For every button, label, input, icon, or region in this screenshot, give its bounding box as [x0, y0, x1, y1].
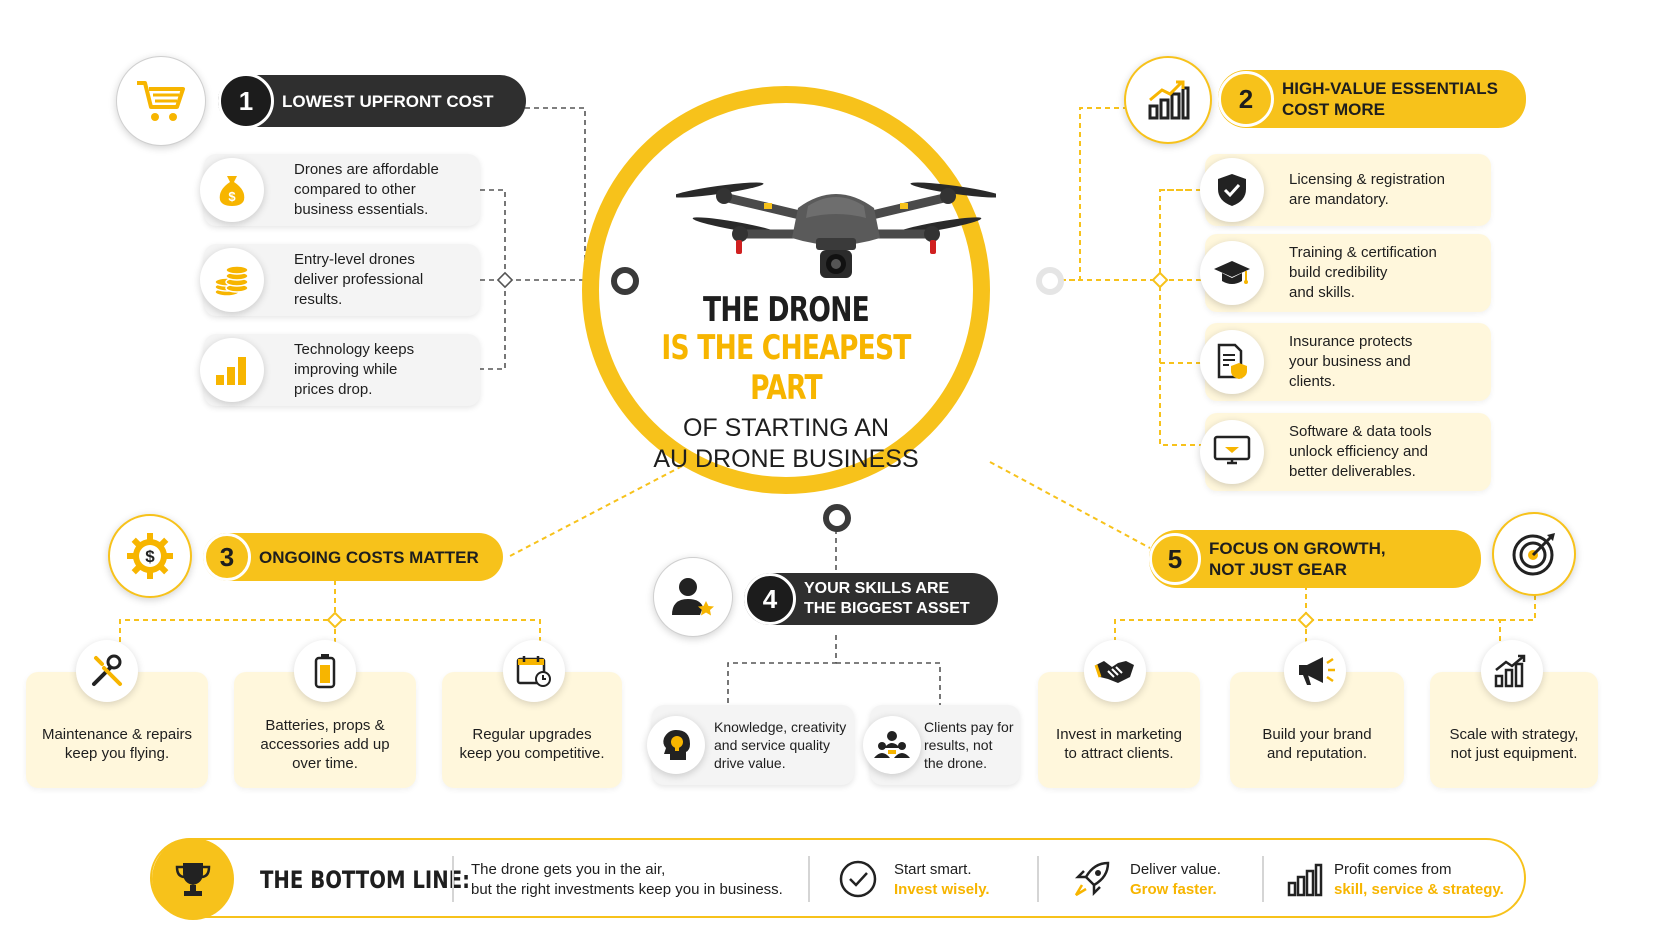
megaphone-icon	[1284, 640, 1346, 702]
section2-item-4-text: Software & data tools unlock efficiency …	[1289, 423, 1432, 480]
bottom-point-2-line1: Deliver value.	[1130, 861, 1221, 878]
bottom-point-1-line2: Invest wisely.	[894, 881, 990, 898]
center-title-line1: THE DRONE	[703, 290, 870, 330]
center-title-line2: IS THE CHEAPEST PART	[661, 328, 911, 408]
section2-item-1-text: Licensing & registration are mandatory.	[1289, 171, 1445, 208]
section3-item-1: Maintenance & repairs keep you flying.	[26, 672, 208, 788]
trophy-icon	[152, 838, 234, 920]
lightbulb-head-icon	[647, 716, 705, 774]
center-title-line3: OF STARTING AN	[682, 414, 890, 442]
svg-text:$: $	[228, 189, 236, 204]
target-icon	[1492, 512, 1576, 596]
bottom-line-title: THE BOTTOM LINE:	[260, 866, 471, 894]
growth-chart-icon	[1124, 56, 1212, 144]
center-node-bottom	[823, 504, 851, 532]
section1-item-2-text: Entry-level drones deliver professional …	[294, 251, 424, 308]
section3-item-3-text: Regular upgrades keep you competitive.	[459, 726, 605, 762]
section1-number: 1	[218, 73, 274, 129]
battery-icon	[294, 640, 356, 702]
bottom-point-3-line1: Profit comes from	[1334, 861, 1452, 878]
svg-text:$: $	[145, 547, 155, 566]
tools-icon	[76, 640, 138, 702]
section2-title-line1: HIGH-VALUE ESSENTIALS	[1282, 79, 1498, 98]
section5-title-line2: NOT JUST GEAR	[1209, 560, 1347, 579]
shopping-cart-icon	[116, 56, 206, 146]
section2-header: 2 HIGH-VALUE ESSENTIALS COST MORE	[1218, 70, 1526, 128]
bar-chart-icon	[1287, 863, 1323, 897]
bottom-point-3: Profit comes from skill, service & strat…	[1334, 860, 1504, 900]
monitor-icon	[1200, 420, 1264, 484]
center-node-left	[611, 267, 639, 295]
bottom-point-2-line2: Grow faster.	[1130, 881, 1217, 898]
money-bag-icon: $	[200, 158, 264, 222]
rocket-icon	[1074, 861, 1110, 897]
bottom-point-1-line1: Start smart.	[894, 861, 972, 878]
section1-item-1-text: Drones are affordable compared to other …	[294, 161, 439, 218]
bottom-line-message: The drone gets you in the air, but the r…	[471, 860, 783, 900]
bottom-line-message-line1: The drone gets you in the air,	[471, 861, 666, 878]
drone-image	[676, 182, 996, 278]
separator	[1037, 856, 1039, 902]
shield-check-icon	[1200, 158, 1264, 222]
center-title-line4: AU DRONE BUSINESS	[653, 445, 919, 473]
section5-item-1: Invest in marketing to attract clients.	[1038, 672, 1200, 788]
section4-title-line1: YOUR SKILLS ARE	[804, 580, 950, 597]
bottom-line-message-line2: but the right investments keep you in bu…	[471, 881, 783, 898]
section5-header: 5 FOCUS ON GROWTH, NOT JUST GEAR	[1149, 530, 1481, 588]
section3-header: 3 ONGOING COSTS MATTER	[203, 533, 503, 581]
center-node-right	[1036, 267, 1064, 295]
section2-title-line2: COST MORE	[1282, 100, 1385, 119]
section5-number: 5	[1149, 533, 1201, 585]
section5-item-3-text: Scale with strategy, not just equipment.	[1449, 726, 1579, 762]
section3-number: 3	[203, 533, 251, 581]
graduation-cap-icon	[1200, 241, 1264, 305]
section1-item-3-text: Technology keeps improving while prices …	[294, 341, 415, 398]
section4-item-2-text: Clients pay for results, not the drone.	[924, 719, 1014, 771]
section3-item-1-text: Maintenance & repairs keep you flying.	[41, 726, 193, 762]
separator	[1262, 856, 1264, 902]
section3-item-3: Regular upgrades keep you competitive.	[442, 672, 622, 788]
section2-number: 2	[1218, 71, 1274, 127]
separator	[452, 856, 454, 902]
section2-item-3-text: Insurance protects your business and cli…	[1289, 333, 1413, 390]
section2-item-3: Insurance protects your business and cli…	[1205, 323, 1491, 401]
clients-icon	[863, 716, 921, 774]
section5-title-line1: FOCUS ON GROWTH,	[1209, 539, 1386, 558]
section4-header: 4 YOUR SKILLS ARE THE BIGGEST ASSET	[744, 573, 998, 625]
insurance-document-icon	[1200, 330, 1264, 394]
bottom-point-2: Deliver value. Grow faster.	[1130, 860, 1221, 900]
dollar-gear-icon: $	[108, 514, 192, 598]
section3-item-2-text: Batteries, props & accessories add up ov…	[260, 716, 390, 772]
bottom-point-1: Start smart. Invest wisely.	[894, 860, 990, 900]
section3-title: ONGOING COSTS MATTER	[259, 547, 479, 567]
coin-stack-icon	[200, 248, 264, 312]
section4-number: 4	[744, 573, 796, 625]
section2-item-2-text: Training & certification build credibili…	[1289, 244, 1437, 301]
person-star-icon	[653, 557, 733, 637]
section1-title: LOWEST UPFRONT COST	[282, 91, 494, 111]
section5-item-2-text: Build your brand and reputation.	[1262, 726, 1372, 762]
bottom-point-3-line2: skill, service & strategy.	[1334, 881, 1504, 898]
section4-item-1-text: Knowledge, creativity and service qualit…	[714, 719, 847, 771]
calendar-clock-icon	[503, 640, 565, 702]
separator	[808, 856, 810, 902]
bottom-line-bar	[150, 838, 1526, 918]
section5-item-1-text: Invest in marketing to attract clients.	[1056, 726, 1182, 762]
check-circle-icon	[839, 860, 877, 898]
handshake-icon	[1084, 640, 1146, 702]
bar-chart-icon	[200, 338, 264, 402]
section1-header: 1 LOWEST UPFRONT COST	[218, 73, 526, 129]
growth-chart-icon	[1481, 640, 1543, 702]
section4-title-line2: THE BIGGEST ASSET	[804, 600, 970, 617]
center-title: THE DRONE IS THE CHEAPEST PART OF STARTI…	[582, 290, 990, 474]
